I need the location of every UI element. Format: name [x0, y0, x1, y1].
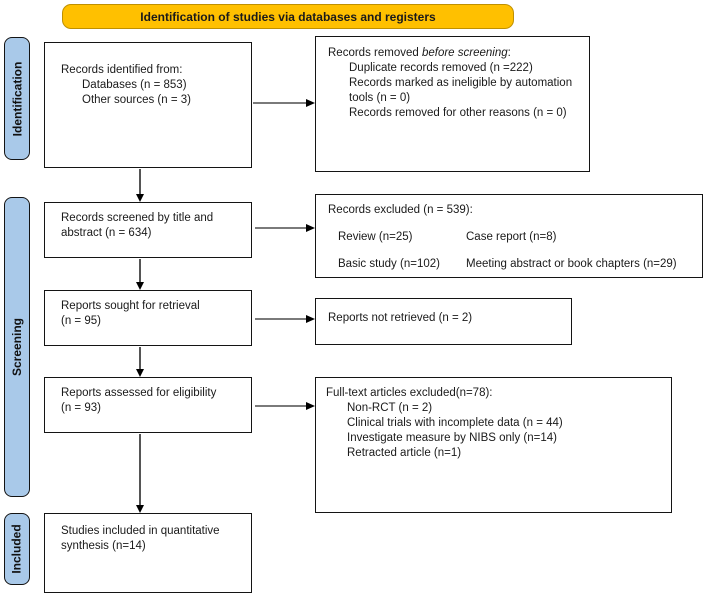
stage-identification-label: Identification — [10, 61, 25, 136]
arrow-sought-to-not-retrieved — [255, 318, 306, 320]
records-excluded-row: Basic study (n=102) Meeting abstract or … — [328, 257, 696, 272]
reports-sought-box: Reports sought for retrieval (n = 95) — [44, 290, 252, 346]
records-identified-box: Records identified from: Databases (n = … — [44, 42, 252, 168]
records-screened-box: Records screened by title and abstract (… — [44, 202, 252, 258]
reports-assessed-line2: (n = 93) — [61, 402, 101, 414]
records-identified-title: Records identified from: — [61, 64, 183, 76]
records-removed-item: Records removed for other reasons (n = 0… — [349, 107, 567, 119]
stage-identification: Identification — [4, 37, 30, 160]
arrow-identified-to-screened — [139, 169, 141, 194]
records-identified-item: Other sources (n = 3) — [82, 94, 191, 106]
fulltext-excluded-item: Investigate measure by NIBS only (n=14) — [347, 432, 557, 444]
records-removed-title-italic: before screening — [421, 47, 508, 59]
fulltext-excluded-item: Non-RCT (n = 2) — [347, 402, 433, 414]
arrow-identified-to-removed — [253, 102, 306, 104]
records-excluded-item: Case report (n=8) — [466, 231, 557, 243]
arrow-sought-to-assessed — [139, 347, 141, 369]
records-removed-item: Duplicate records removed (n =222) — [349, 62, 533, 74]
records-screened-text: Records screened by title and abstract (… — [61, 212, 214, 239]
records-removed-item: Records marked as ineligible by automati… — [349, 77, 573, 104]
records-removed-title-prefix: Records removed — [328, 47, 422, 59]
banner-title: Identification of studies via databases … — [62, 4, 514, 29]
arrow-assessed-to-included — [139, 434, 141, 505]
studies-included-box: Studies included in quantitative synthes… — [44, 513, 252, 593]
arrow-assessed-to-fulltext-excluded — [255, 405, 306, 407]
records-removed-title-suffix: : — [507, 47, 511, 59]
stage-screening: Screening — [4, 197, 30, 497]
reports-assessed-line1: Reports assessed for eligibility — [61, 387, 217, 399]
banner-label: Identification of studies via databases … — [140, 9, 436, 24]
records-removed-box: Records removed before screening: Duplic… — [315, 36, 590, 172]
reports-sought-line2: (n = 95) — [61, 315, 101, 327]
fulltext-excluded-item: Clinical trials with incomplete data (n … — [347, 417, 563, 429]
fulltext-excluded-box: Full-text articles excluded(n=78): Non-R… — [315, 377, 672, 513]
fulltext-excluded-title: Full-text articles excluded(n=78): — [326, 387, 493, 399]
records-identified-item: Databases (n = 853) — [82, 79, 187, 91]
records-excluded-item: Basic study (n=102) — [338, 258, 440, 270]
fulltext-excluded-item: Retracted article (n=1) — [347, 447, 462, 459]
arrow-screened-to-excluded — [255, 227, 306, 229]
records-excluded-item: Meeting abstract or book chapters (n=29) — [466, 258, 677, 270]
records-excluded-row: Review (n=25) Case report (n=8) — [328, 230, 696, 245]
records-excluded-box: Records excluded (n = 539): Review (n=25… — [315, 194, 703, 278]
reports-not-retrieved-text: Reports not retrieved (n = 2) — [328, 312, 473, 324]
stage-included-label: Included — [10, 524, 24, 574]
records-excluded-item: Review (n=25) — [338, 231, 413, 243]
records-removed-title: Records removed before screening: — [328, 46, 581, 61]
reports-assessed-box: Reports assessed for eligibility (n = 93… — [44, 377, 252, 433]
reports-not-retrieved-box: Reports not retrieved (n = 2) — [315, 298, 572, 345]
stage-screening-label: Screening — [10, 317, 24, 377]
reports-sought-line1: Reports sought for retrieval — [61, 300, 200, 312]
studies-included-text: Studies included in quantitative synthes… — [61, 525, 220, 552]
arrow-screened-to-sought — [139, 259, 141, 282]
stage-included: Included — [4, 513, 30, 585]
records-excluded-title: Records excluded (n = 539): — [328, 204, 473, 216]
